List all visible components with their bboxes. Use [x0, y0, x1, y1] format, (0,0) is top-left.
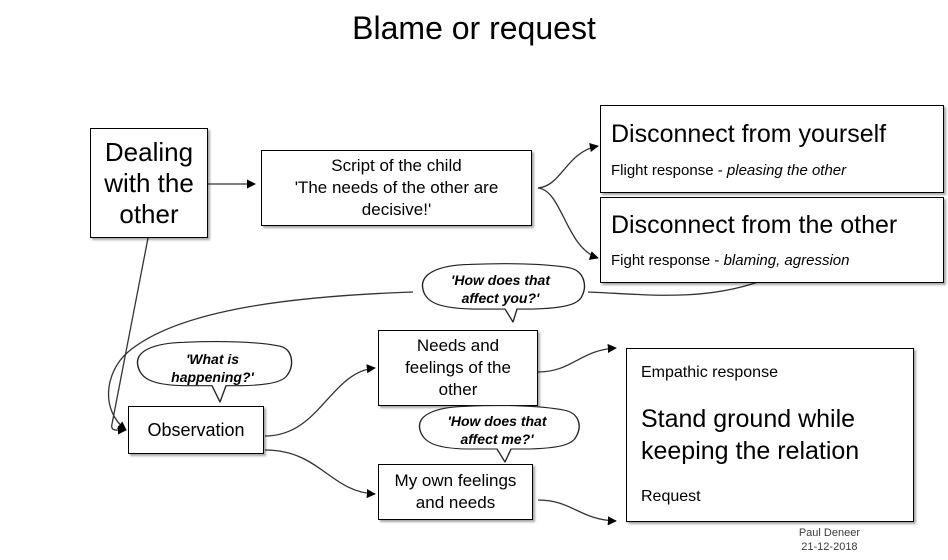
node-script-line-1: Script of the child [331, 156, 462, 175]
bubble-what-is-happening-line-1: 'What is [185, 351, 240, 367]
node-disconnect-other-sub-prefix: Fight response - [611, 252, 724, 269]
connector-observation-to-own-feelings [264, 449, 376, 499]
footer-date: 21-12-2018 [801, 541, 858, 553]
bubble-what-is-happening[interactable]: 'What is happening?' [130, 340, 295, 403]
bubble-how-does-that-affect-me[interactable]: 'How does that affect me?' [411, 404, 583, 463]
node-observation[interactable]: Observation [128, 406, 264, 454]
node-disconnect-self-heading: Disconnect from yourself [611, 119, 887, 148]
node-disconnect-other-sub: Fight response - blaming, agression [611, 251, 849, 271]
node-dealing-line-1: Dealing [104, 136, 194, 167]
page-title: Blame or request [352, 10, 596, 46]
node-dealing-line-3: other [119, 198, 179, 229]
node-stand-ground-main: Stand ground while keeping the relation [641, 403, 859, 467]
bubble-affect-me-shape [418, 405, 580, 463]
bubble-affect-you-shape [421, 263, 586, 323]
node-script-line-3: decisive!' [361, 200, 432, 219]
connector-script-to-disconnect-other [537, 187, 599, 260]
node-needs-and-feelings-of-the-other[interactable]: Needs and feelings of the other [378, 330, 538, 406]
bubble-what-is-happening-line-2: happening?' [171, 369, 254, 385]
node-disconnect-self-sub-prefix: Flight response - [611, 161, 727, 179]
bubble-affect-me-line-1: 'How does that [447, 413, 547, 429]
node-needs-other-line-1: Needs and [416, 336, 500, 355]
bubble-affect-me-line-2: affect me?' [460, 431, 534, 447]
node-stand-ground-main-line-2: keeping the relation [641, 437, 860, 465]
node-dealing-with-the-other[interactable]: Dealing with the other [90, 128, 208, 238]
node-disconnect-other-sub-italic: blaming, agression [723, 252, 850, 269]
node-dealing-line-2: with the [104, 167, 194, 198]
connector-affect-you-to-observation [107, 291, 414, 431]
node-needs-other-line-2: feelings of the [405, 358, 511, 377]
node-own-feelings-line-1: My own feelings [394, 471, 517, 490]
node-stand-ground-bottom: Request [641, 488, 701, 505]
node-stand-ground[interactable]: Empathic response Stand ground while kee… [626, 348, 914, 522]
node-observation-label: Observation [147, 420, 245, 440]
node-stand-ground-main-line-1: Stand ground while [641, 405, 856, 433]
bubble-affect-me-text: 'How does that affect me?' [448, 412, 547, 454]
node-disconnect-other-heading: Disconnect from the other [611, 211, 898, 239]
bubble-affect-you-line-2: affect you?' [461, 290, 540, 306]
node-my-own-feelings-and-needs[interactable]: My own feelings and needs [378, 464, 533, 520]
node-stand-ground-top: Empathic response [641, 364, 778, 381]
bubble-what-is-happening-text: 'What is happening?' [171, 350, 254, 392]
connector-disconnect-other-to-affect-you [587, 281, 759, 296]
bubble-affect-you-line-1: 'How does that [451, 272, 550, 288]
node-disconnect-from-yourself[interactable]: Disconnect from yourself Flight response… [600, 105, 944, 193]
node-disconnect-self-sub-italic: pleasing the other [726, 161, 847, 179]
connector-script-to-disconnect-self [537, 143, 599, 189]
connector-own-feelings-to-stand-ground [537, 499, 617, 526]
node-disconnect-from-the-other[interactable]: Disconnect from the other Fight response… [600, 197, 944, 283]
bubble-how-does-that-affect-you[interactable]: 'How does that affect you?' [413, 262, 588, 323]
bubble-affect-you-text: 'How does that affect you?' [451, 271, 550, 313]
node-needs-other-line-3: other [438, 380, 478, 399]
footer-author: Paul Deneer [798, 527, 860, 539]
node-disconnect-self-sub: Flight response - pleasing the other [611, 161, 846, 181]
footer-credit: Paul Deneer 21-12-2018 [799, 526, 860, 554]
node-script-of-the-child[interactable]: Script of the child 'The needs of the ot… [261, 150, 532, 226]
connector-observation-to-needs-other [264, 364, 376, 437]
node-script-line-2: 'The needs of the other are [294, 178, 499, 197]
node-own-feelings-line-2: and needs [415, 493, 496, 512]
bubble-what-is-happening-shape [136, 341, 293, 403]
connector-needs-other-to-stand-ground [537, 343, 617, 373]
